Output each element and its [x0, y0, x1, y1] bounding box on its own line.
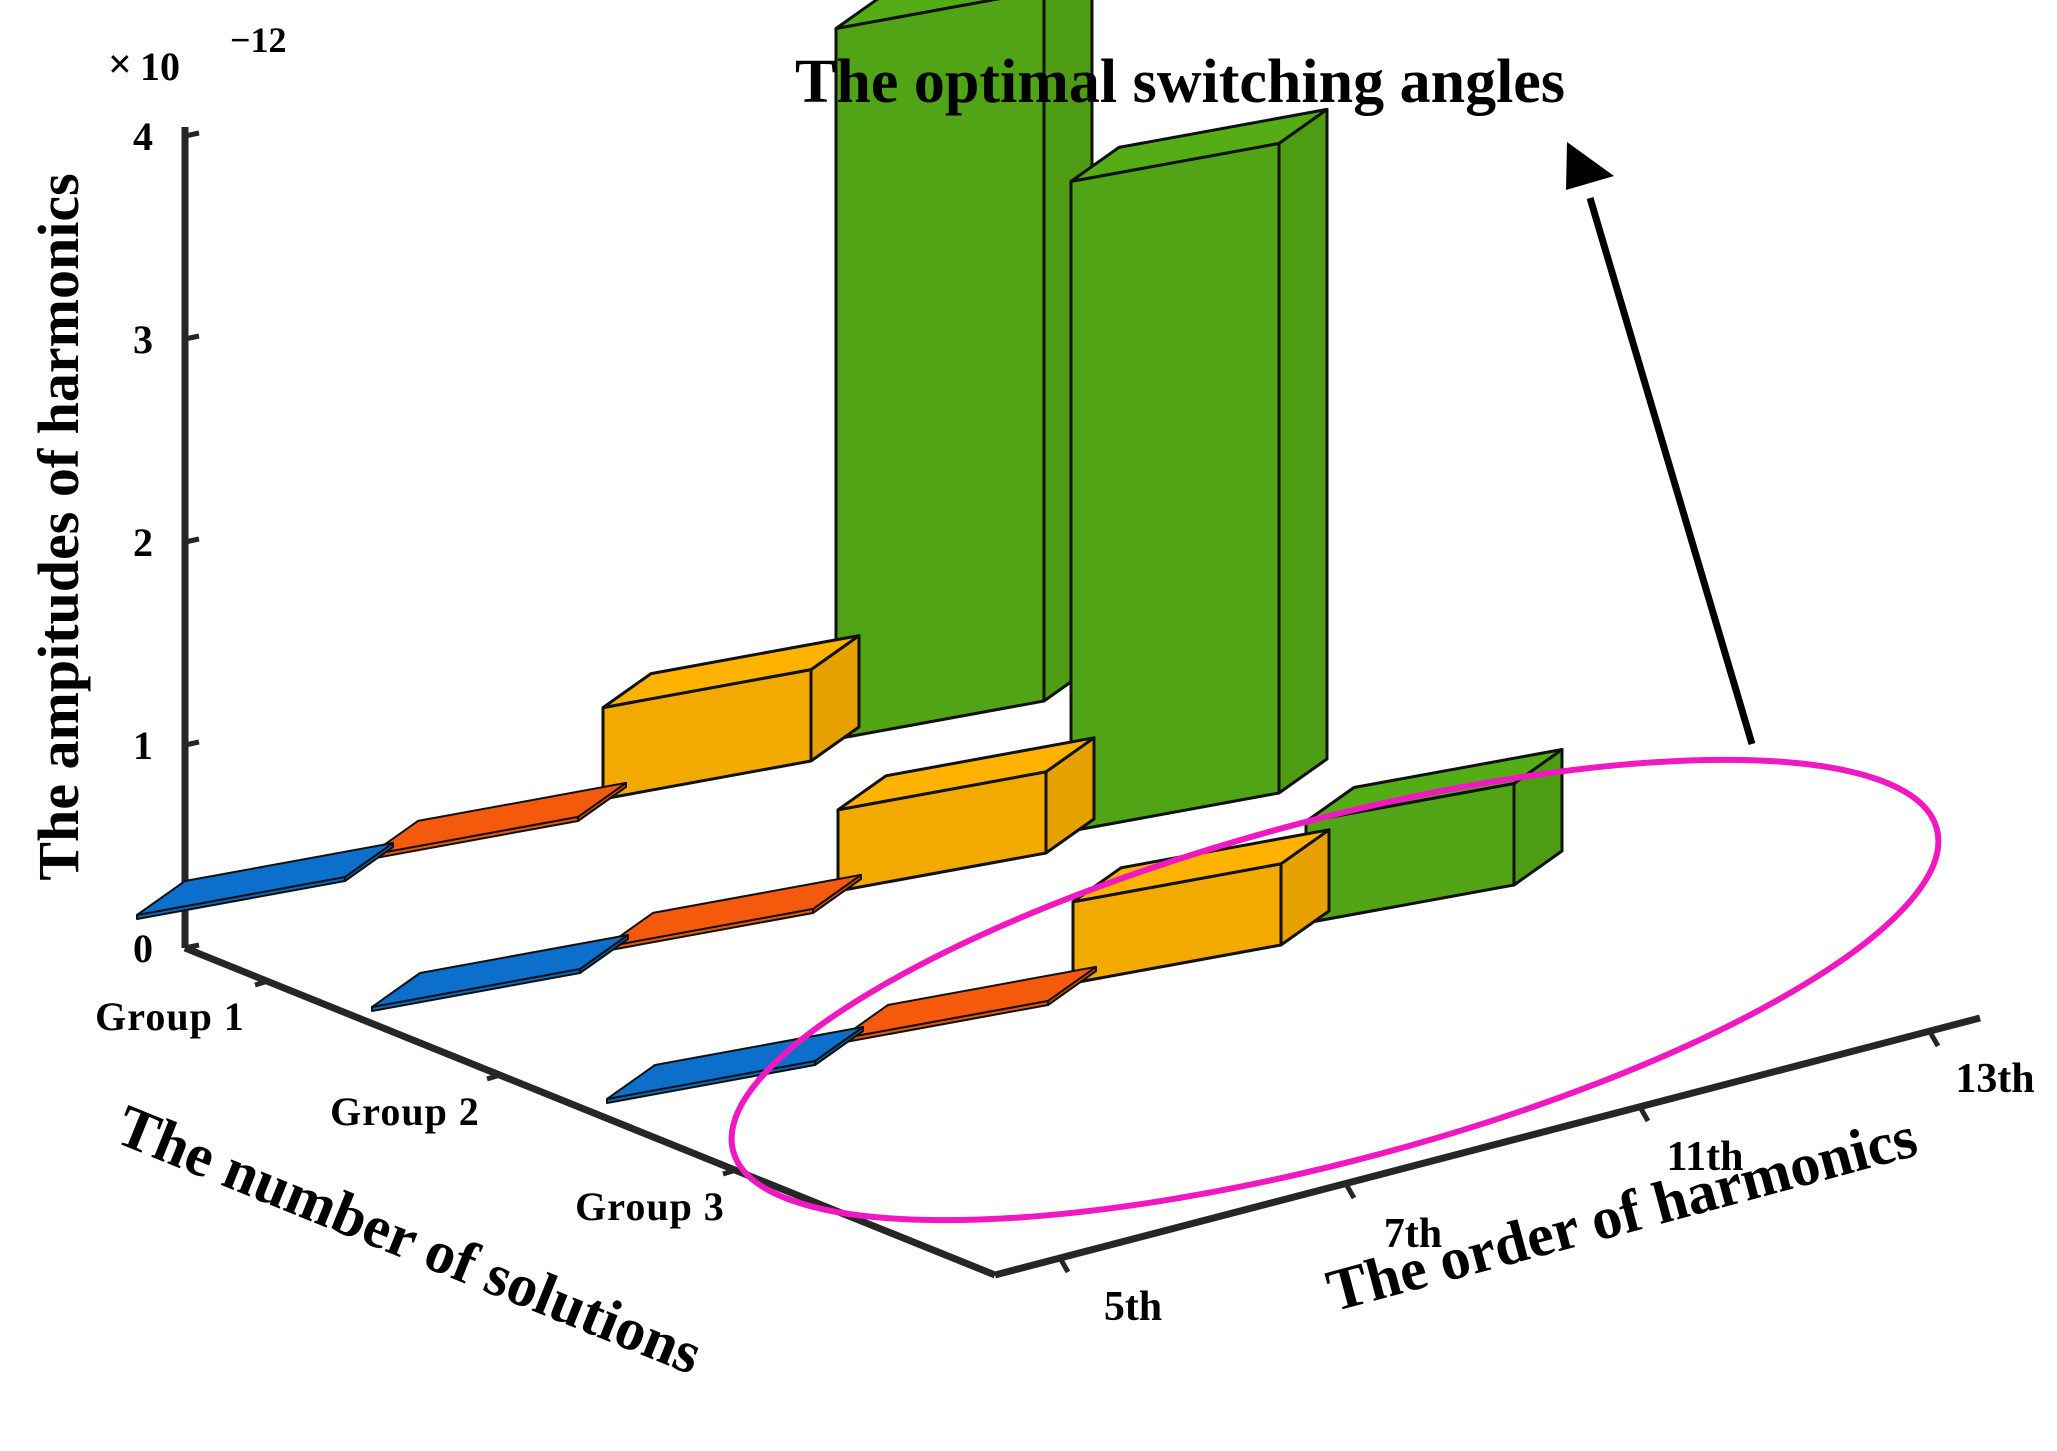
annotation-arrowhead [1566, 142, 1614, 190]
group-tick-label: Group 2 [330, 1089, 480, 1134]
bar-side-face [1277, 107, 1329, 795]
bar-top-face [371, 934, 629, 1008]
z-axis-label: The ampitudes of harmonics [26, 173, 91, 880]
group-tick-mark [486, 1072, 501, 1082]
chart-title: The optimal switching angles [795, 48, 1565, 116]
bar-5th-group-3 [606, 1026, 864, 1104]
z-tick-mark [184, 942, 200, 951]
bar-11th-group-3 [1071, 828, 1331, 985]
y-axis-label: The number of solutions [108, 1092, 711, 1387]
bar-7th-group-3 [839, 965, 1097, 1044]
z-exponent-base: 10 [140, 44, 180, 89]
bars [136, 0, 1564, 1104]
group-tick-mark [722, 1167, 737, 1177]
z-ticks: 0 1 2 3 4 [133, 114, 200, 971]
group-tick-label: Group 3 [575, 1184, 725, 1229]
bar-top-face [834, 0, 1001, 30]
bar-top-face [839, 965, 1097, 1040]
bar-top-face [369, 781, 627, 856]
z-tick-label: 4 [133, 114, 153, 159]
harmonic-tick-label: 11th [1666, 1134, 1743, 1180]
z-tick-label: 1 [133, 723, 153, 768]
z-tick-label: 0 [133, 926, 153, 971]
bar-7th-group-1 [369, 781, 627, 860]
bar-5th-group-1 [136, 842, 394, 920]
bar-7th-group-2 [604, 873, 862, 952]
harmonic-tick-label: 7th [1384, 1211, 1442, 1257]
harmonic-tick-mark [1343, 1182, 1357, 1200]
z-exponent-power: −12 [230, 20, 287, 60]
y-axis-line [183, 944, 997, 1279]
group-ticks: Group 1 Group 2 Group 3 [95, 978, 737, 1229]
z-exponent-times: × [108, 42, 132, 88]
bar-front-face [834, 0, 1046, 741]
axes [181, 127, 1981, 1279]
harmonic-ticks: 5th 7th 11th 13th [1057, 1030, 2035, 1330]
bar-11th-group-1 [601, 634, 861, 801]
bar-top-face [836, 736, 1096, 812]
bar-top-face [601, 634, 861, 710]
bar-11th-group-2 [836, 736, 1096, 893]
harmonic-tick-mark [1637, 1105, 1651, 1123]
harmonic-tick-label: 13th [1955, 1056, 2034, 1102]
harmonic-tick-label: 5th [1104, 1284, 1162, 1330]
z-tick-label: 3 [133, 317, 153, 362]
x-axis-line [994, 1014, 1981, 1279]
bar-top-face [606, 1026, 864, 1100]
harmonic-tick-mark [1057, 1256, 1071, 1274]
bar-5th-group-2 [371, 934, 629, 1012]
bar-top-face [1069, 107, 1329, 183]
z-tick-mark [184, 536, 200, 545]
harmonic-tick-mark [1927, 1030, 1941, 1048]
group-tick-mark [254, 978, 269, 988]
z-tick-mark [184, 739, 200, 748]
bar-top-face [136, 842, 394, 916]
z-tick-mark [184, 130, 200, 139]
bar-13th-group-2 [1069, 107, 1329, 833]
z-tick-label: 2 [133, 520, 153, 565]
highlight-ellipse [728, 756, 1942, 1224]
annotation-arrow [1586, 197, 1756, 745]
bar-front-face [1069, 141, 1281, 833]
bar-top-face [604, 873, 862, 948]
z-tick-mark [184, 333, 200, 342]
group-tick-label: Group 1 [95, 994, 245, 1039]
annotation [728, 142, 1942, 1224]
